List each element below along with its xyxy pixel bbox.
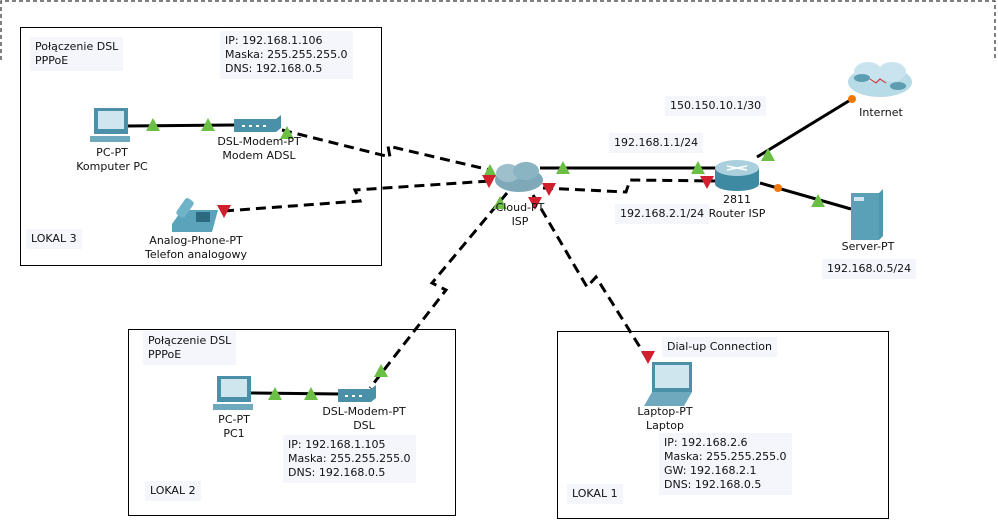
link-cloud-modem-dsl[interactable] <box>368 192 509 389</box>
area-lokal-1 <box>557 331 889 519</box>
dsl-modem-icon[interactable] <box>234 115 281 132</box>
link-phone-cloud[interactable] <box>223 179 491 213</box>
label-lokal-1: LOKAL 1 <box>567 484 623 504</box>
note-connection-lokal3: Połączenie DSL PPPoE <box>30 37 124 71</box>
note-ip-lokal2: IP: 192.168.1.105 Maska: 255.255.255.0 D… <box>283 435 416 483</box>
link-cloud-router-dialup[interactable] <box>542 178 717 194</box>
area-lokal-3 <box>20 27 382 266</box>
router-icon[interactable] <box>715 160 759 191</box>
note-wan-ip: 150.150.10.1/30 <box>665 96 767 116</box>
pc1-icon[interactable] <box>213 376 253 410</box>
internet-cloud-icon[interactable] <box>848 62 912 97</box>
area-lokal-2 <box>128 329 456 516</box>
cloud-isp-icon[interactable] <box>495 162 543 192</box>
link-status-up <box>146 118 825 400</box>
note-ip-lokal1: IP: 192.168.2.6 Maska: 255.255.255.0 GW:… <box>659 433 792 495</box>
server-icon[interactable] <box>851 189 883 240</box>
label-lokal-2: LOKAL 2 <box>145 481 201 501</box>
workspace-boundary <box>0 0 996 60</box>
label-lokal-3: LOKAL 3 <box>26 229 82 249</box>
note-connection-lokal1: Dial-up Connection <box>662 337 777 357</box>
link-cloud-laptop[interactable] <box>531 194 650 361</box>
link-pc-modem-adsl[interactable] <box>127 123 235 128</box>
note-dns-ip: 192.168.0.5/24 <box>822 259 917 279</box>
laptop-icon[interactable] <box>644 362 692 406</box>
link-router-server[interactable] <box>759 181 852 211</box>
link-modem-adsl-cloud[interactable] <box>281 128 491 172</box>
note-lan1-ip: 192.168.1.1/24 <box>609 133 704 153</box>
label-internet: Internet <box>859 106 903 119</box>
note-lan2-ip: 192.168.2.1/24 <box>615 204 710 224</box>
link-status-down <box>217 175 714 364</box>
pc-icon[interactable] <box>90 108 130 142</box>
link-pc1-modem-dsl[interactable] <box>249 391 341 396</box>
link-status-pending <box>774 95 856 192</box>
analog-phone-icon[interactable] <box>172 197 218 232</box>
note-ip-lokal3: IP: 192.168.1.106 Maska: 255.255.255.0 D… <box>220 31 353 79</box>
link-router-internet[interactable] <box>756 97 853 159</box>
note-connection-lokal2: Połączenie DSL PPPoE <box>143 331 237 365</box>
dsl-modem-icon[interactable] <box>338 385 376 402</box>
label-server: Server-PT <box>841 240 895 253</box>
